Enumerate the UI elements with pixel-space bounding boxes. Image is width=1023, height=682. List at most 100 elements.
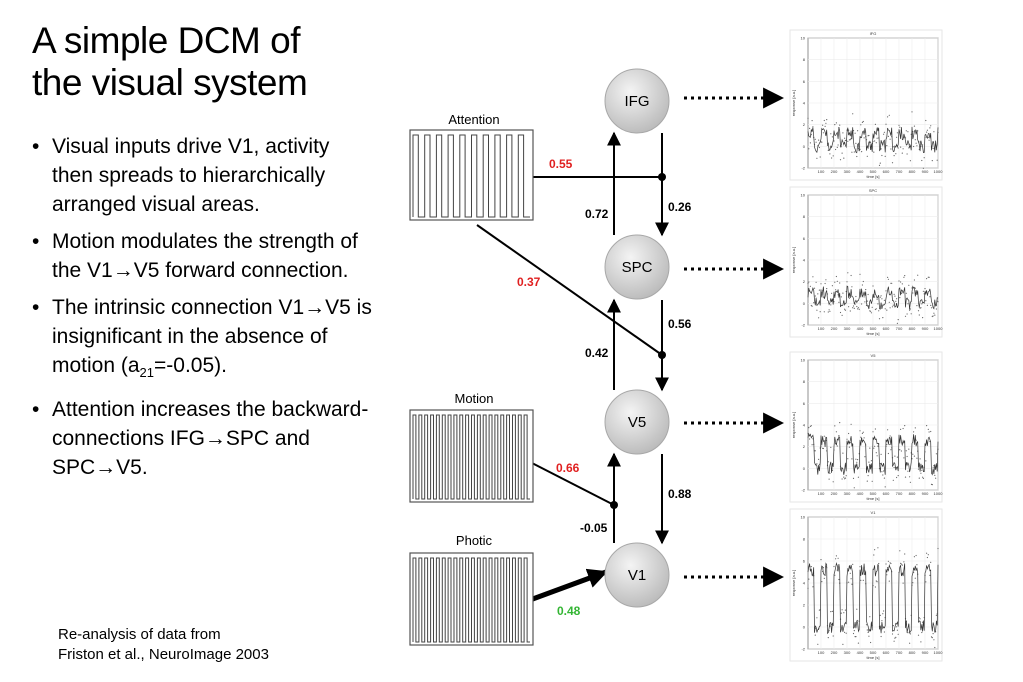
- plot-sample: [904, 275, 906, 277]
- plot-sample: [930, 304, 932, 306]
- plot-sample: [879, 463, 881, 465]
- plot-sample: [934, 646, 936, 649]
- plot-ytick: 2: [803, 122, 806, 127]
- plot-xtick: 500: [870, 326, 877, 331]
- plot-sample: [885, 563, 887, 565]
- plot-sample: [936, 159, 938, 161]
- plot-sample: [926, 131, 928, 133]
- plot-sample: [883, 299, 886, 301]
- plot-xtick: 300: [844, 326, 851, 331]
- plot-sample: [905, 130, 907, 132]
- plot-sample: [852, 307, 854, 309]
- plot-ylabel: response [a.u.]: [791, 247, 796, 273]
- plot-sample: [892, 304, 894, 306]
- plot-sample: [878, 164, 881, 166]
- plot-sample: [881, 620, 883, 622]
- plot-sample: [926, 552, 928, 554]
- weight-attention-spc-v5: 0.37: [517, 275, 541, 289]
- plot-sample: [914, 287, 916, 289]
- node-v5[interactable]: V5: [604, 389, 670, 455]
- plot-sample: [907, 632, 909, 634]
- plot-sample: [934, 314, 936, 316]
- plot-sample: [819, 156, 821, 158]
- plot-sample: [913, 279, 916, 281]
- plot-sample: [835, 122, 838, 124]
- plot-sample: [818, 139, 820, 141]
- plot-sample: [835, 431, 838, 433]
- plot-ytick: 8: [803, 537, 806, 542]
- plot-title: V1: [871, 510, 877, 515]
- plot-sample: [831, 157, 833, 159]
- plot-sample: [896, 629, 899, 631]
- node-ifg[interactable]: IFG: [604, 68, 670, 134]
- plot-sample: [883, 133, 885, 135]
- plot-sample: [842, 292, 844, 294]
- bullet-item: •Visual inputs drive V1, activity then s…: [30, 132, 375, 219]
- plot-sample: [928, 139, 930, 141]
- node-v1[interactable]: V1: [604, 542, 670, 608]
- stimulus-trace: [412, 414, 530, 500]
- plot-sample: [900, 562, 902, 565]
- plot-sample: [886, 574, 888, 576]
- plot-sample: [816, 157, 818, 159]
- plot-sample: [834, 281, 836, 283]
- plot-trace: [807, 432, 939, 476]
- plot-sample: [866, 155, 868, 157]
- plot-sample: [856, 155, 858, 158]
- weight-ifg-spc: 0.26: [668, 200, 692, 214]
- plot-sample: [881, 298, 883, 300]
- plot-sample: [852, 477, 855, 479]
- plot-sample: [850, 137, 852, 140]
- plot-sample: [909, 642, 911, 644]
- plot-sample: [913, 145, 915, 148]
- plot-sample: [876, 581, 878, 583]
- plot-sample: [888, 443, 890, 446]
- plot-sample: [880, 148, 882, 150]
- plot-sample: [895, 300, 897, 302]
- plot-sample: [909, 481, 912, 483]
- plot-ytick: -2: [801, 323, 805, 328]
- plot-sample: [931, 160, 933, 162]
- plot-sample: [897, 319, 899, 321]
- plot-sample: [832, 155, 834, 157]
- node-spc[interactable]: SPC: [604, 234, 670, 300]
- plot-sample: [837, 144, 839, 146]
- plot-sample: [856, 461, 858, 463]
- plot-sample: [922, 476, 924, 478]
- plot-sample: [884, 486, 886, 488]
- plot-sample: [931, 484, 933, 486]
- plot-sample: [818, 146, 821, 149]
- plot-sample: [896, 132, 899, 134]
- plot-sample: [919, 141, 921, 143]
- plot-sample: [830, 611, 832, 613]
- plot-sample: [847, 272, 849, 274]
- plot-sample: [905, 450, 907, 452]
- plot-sample: [909, 633, 912, 635]
- plot-sample: [926, 556, 929, 559]
- input-photic-title: Photic: [456, 533, 493, 548]
- weight-v5-v1: 0.88: [668, 487, 692, 501]
- plot-sample: [837, 557, 839, 559]
- plot-sample: [880, 453, 882, 455]
- plot-sample: [814, 295, 816, 297]
- plot-sample: [861, 151, 863, 153]
- plot-sample: [897, 633, 899, 635]
- plot-sample: [922, 621, 924, 623]
- plot-sample: [817, 643, 819, 645]
- plot-sample: [875, 452, 877, 454]
- plot-ylabel: response [a.u.]: [791, 570, 796, 596]
- plot-sample: [863, 437, 865, 439]
- plot-sample: [866, 300, 868, 302]
- plot-sample: [933, 131, 935, 133]
- plot-sample: [808, 578, 810, 580]
- plot-sample: [849, 310, 851, 312]
- plot-sample: [882, 613, 884, 615]
- plot-sample: [851, 458, 853, 460]
- weight-spc-v5: 0.56: [668, 317, 692, 331]
- plot-sample: [900, 450, 903, 452]
- plot-sample: [839, 159, 842, 161]
- plot-sample: [840, 467, 842, 469]
- plot-trace: [807, 126, 939, 154]
- plot-sample: [853, 151, 855, 153]
